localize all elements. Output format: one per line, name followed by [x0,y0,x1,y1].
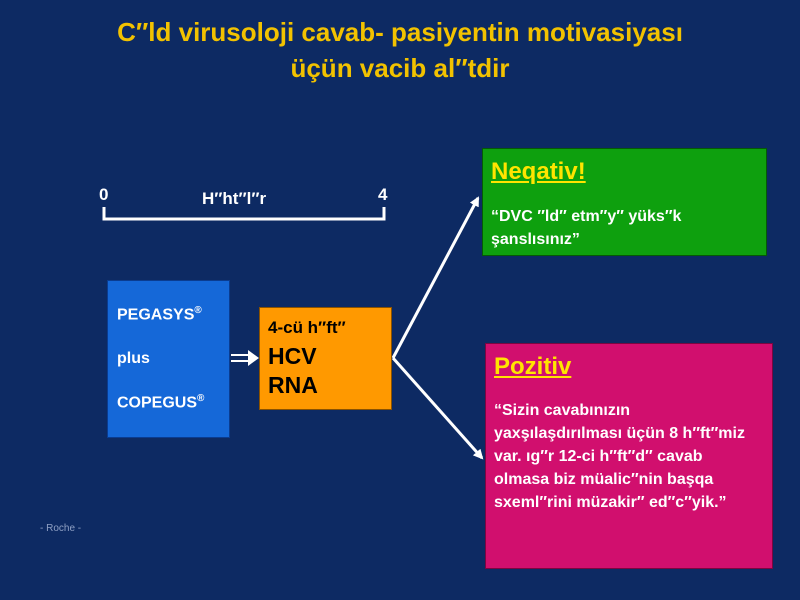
arrow-to-positive [391,357,484,460]
positive-heading: Pozitiv [494,353,572,380]
slide-title-line-1: C″ld virusoloji cavab- pasiyentin motiva… [117,17,683,47]
treatment-box: PEGASYS® plus COPEGUS® [107,280,230,438]
registered-mark: ® [197,393,205,404]
treatment-to-test-arrow-head [248,350,259,366]
arrow-to-negative [391,196,480,359]
treatment-drug-2: COPEGUS® [117,393,205,412]
negative-text: “DVC ″ld″ etm″y″ yüks″k şanslısınız” [491,208,682,248]
test-box: 4-cü h″ft″ HCV RNA [259,307,392,410]
timeline-start-label: 0 [99,185,109,204]
negative-heading: Neqativ! [491,158,586,185]
positive-text: “Sizin cavabınızın yaxşılaşdırılması üçü… [494,402,745,511]
registered-mark: ® [194,305,202,316]
slide-title-line-2: üçün vacib al″tdir [290,53,510,83]
footer-logo-text: - Roche - [40,523,82,534]
positive-result-box: Pozitiv “Sizin cavabınızın yaxşılaşdırıl… [485,343,773,569]
test-week: 4-cü h″ft″ [268,318,346,337]
timeline-unit-label: H″ht″l″r [202,189,267,208]
test-hcv: HCV [268,343,317,369]
test-rna: RNA [268,372,318,398]
negative-result-box: Neqativ! “DVC ″ld″ etm″y″ yüks″k şanslıs… [482,148,767,256]
treatment-drug-1: PEGASYS® [117,305,202,324]
slide-title: C″ld virusoloji cavab- pasiyentin motiva… [20,14,780,86]
treatment-plus: plus [117,350,150,367]
timeline-end-label: 4 [378,185,388,204]
timeline-bracket [102,207,386,221]
